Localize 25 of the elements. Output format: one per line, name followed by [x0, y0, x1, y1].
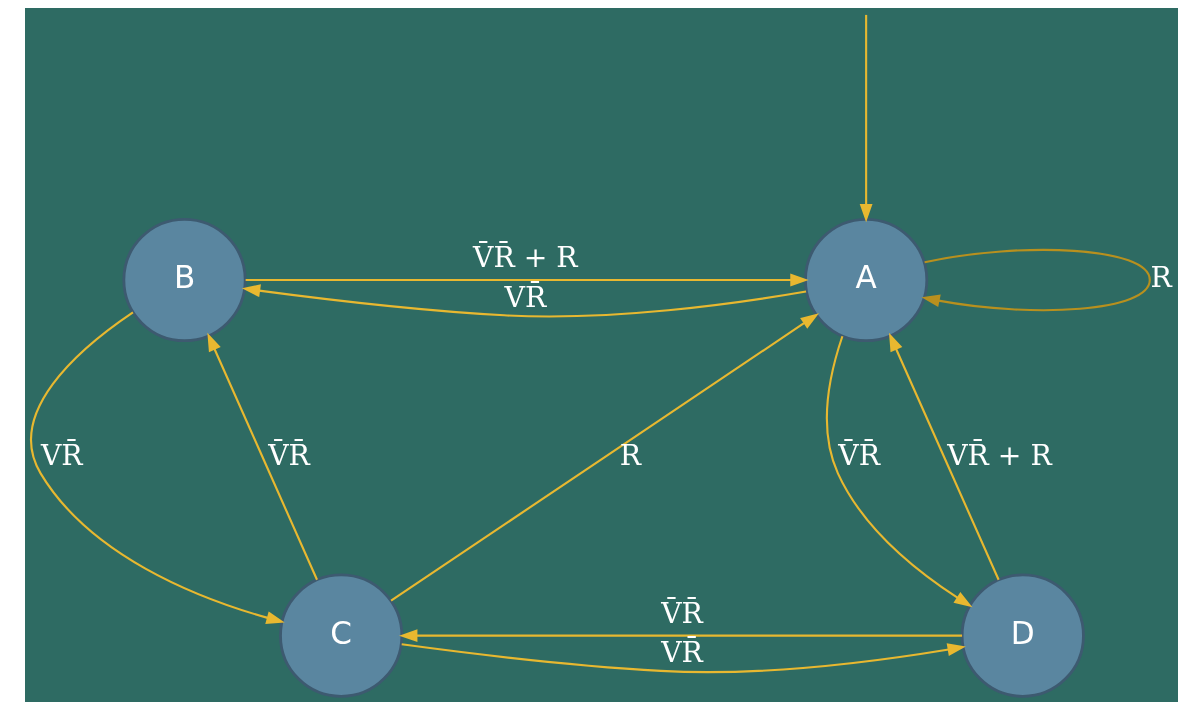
arrow — [399, 629, 963, 643]
edge-label: V̄R̄ — [268, 438, 310, 472]
arrow — [859, 14, 873, 223]
edge-label: V̄R̄ + R — [473, 241, 578, 275]
node-circle: C — [279, 573, 404, 698]
arrow — [888, 332, 1000, 581]
edge-label: VR̄ — [661, 636, 703, 670]
arrow — [921, 248, 1151, 312]
arrow — [30, 311, 285, 624]
edge-label: R — [1150, 261, 1172, 295]
node-circle: A — [804, 217, 929, 343]
edge-label: VR̄ — [40, 438, 83, 472]
edge-label: VR̄ — [504, 280, 547, 314]
edge-label: R — [619, 438, 642, 472]
node-circle: B — [122, 217, 247, 343]
edge-label: VR̄ + R — [947, 438, 1052, 472]
edge-label: V̄R̄ — [838, 438, 880, 472]
arrow — [207, 332, 318, 581]
arrow — [826, 335, 973, 608]
arrow — [390, 313, 819, 602]
node-circle: D — [960, 573, 1085, 698]
edge-label: V̄R̄ — [661, 596, 703, 630]
arrow — [241, 284, 807, 318]
arrow — [401, 643, 966, 674]
arrow — [245, 273, 809, 287]
